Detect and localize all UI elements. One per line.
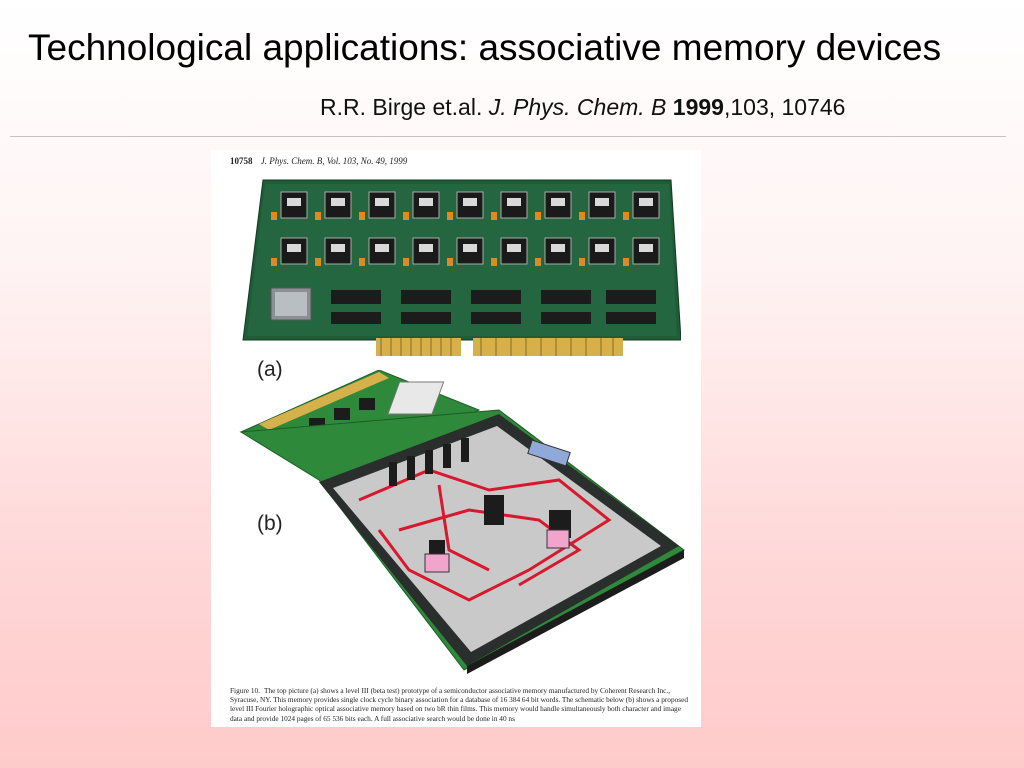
panel-a-label: (a) (257, 358, 283, 381)
citation-year: 1999 (672, 94, 724, 120)
citation-authors: R.R. Birge et.al. (320, 94, 483, 120)
citation: R.R. Birge et.al. J. Phys. Chem. B 1999,… (320, 94, 845, 121)
journal-header-text: J. Phys. Chem. B, Vol. 103, No. 49, 1999 (260, 156, 408, 166)
pcb-photo-illustration (242, 179, 681, 356)
title-divider (10, 136, 1006, 137)
panel-b-label: (b) (257, 512, 283, 535)
slide-title: Technological applications: associative … (28, 27, 942, 68)
caption-text: The top picture (a) shows a level III (b… (230, 686, 688, 723)
journal-figure: 10758 J. Phys. Chem. B, Vol. 103, No. 49… (211, 150, 701, 727)
citation-volume-pages: ,103, 10746 (723, 94, 846, 120)
journal-page-number: 10758 (230, 156, 253, 166)
citation-journal: J. Phys. Chem. B (488, 94, 667, 120)
optical-memory-schematic (239, 370, 685, 674)
caption-label: Figure 10. (230, 686, 260, 695)
figure-caption: Figure 10.The top picture (a) shows a le… (230, 686, 692, 723)
journal-header: 10758 J. Phys. Chem. B, Vol. 103, No. 49… (230, 156, 407, 166)
